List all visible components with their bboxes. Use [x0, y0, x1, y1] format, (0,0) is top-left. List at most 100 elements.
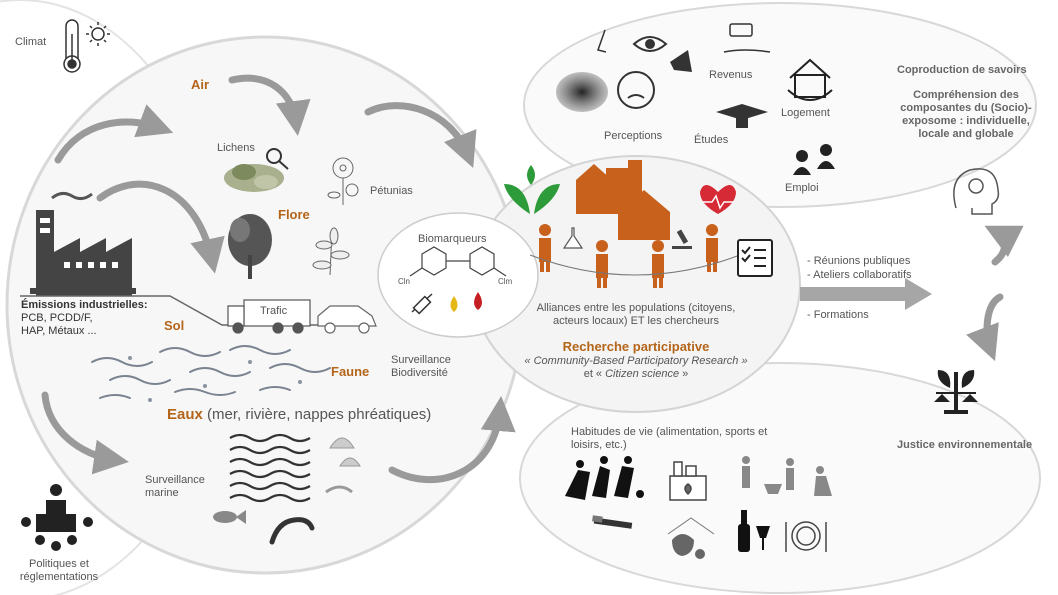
politiques-label: Politiques et réglementations [12, 558, 106, 584]
person-icon [539, 224, 718, 288]
cl-left-label: Cln [398, 277, 411, 286]
plant-icon [504, 165, 560, 214]
gardening-icon [742, 456, 832, 496]
emissions-line3: HAP, Métaux ... [21, 325, 97, 337]
surveillance-marine-label: Surveillance marine [145, 474, 205, 500]
biomarqueurs-label: Biomarqueurs [418, 233, 487, 245]
cycle-arrows [41, 74, 1024, 484]
flask-icon [562, 227, 584, 249]
surveillance-bio-line1: Surveillance [391, 354, 451, 366]
nose-icon [597, 29, 607, 53]
eaux-detail: (mer, rivière, nappes phréatiques) [207, 406, 432, 423]
alliances-line1: Alliances entre les populations (citoyen… [536, 302, 736, 314]
plant-sketch-icon [312, 227, 350, 276]
money-hand-icon [723, 23, 771, 53]
drops-icon [450, 292, 482, 312]
comprehension-label: Compréhension des composantes du (Socio)… [888, 89, 1044, 141]
heart-pulse-icon [700, 185, 736, 214]
cbpr-label: « Community-Based Participatory Research… [524, 355, 748, 367]
coproduction-label: Coproduction de savoirs [897, 64, 1027, 76]
shell-icon [329, 437, 361, 467]
sports-icon [565, 456, 644, 500]
wine-icon [738, 510, 770, 552]
petunias-label: Pétunias [370, 185, 413, 197]
chicken-icon [667, 517, 715, 559]
magnifier-icon [266, 148, 289, 170]
ateliers-label: - Ateliers collaboratifs [807, 269, 912, 281]
podium-icon [21, 484, 93, 551]
politiques-line2: réglementations [19, 571, 99, 583]
syringe-icon [411, 293, 433, 315]
etudes-label: Études [694, 134, 729, 146]
plate-icon [785, 521, 827, 552]
reunions-label: - Réunions publiques [807, 255, 911, 267]
comprehension-line2: composantes du (Socio)- [900, 102, 1032, 114]
surveillance-marine-line2: marine [145, 487, 179, 499]
megaphone-icon [670, 50, 692, 72]
house-family-icon [787, 58, 833, 101]
comprehension-line3: exposome : individuelle, [902, 115, 1030, 127]
logement-label: Logement [781, 107, 830, 119]
microscope-icon [672, 229, 692, 249]
eaux-label: Eaux (mer, rivière, nappes phréatiques) [167, 406, 431, 423]
justice-label: Justice environnementale [897, 439, 1033, 451]
head-bulb-icon [953, 168, 1000, 215]
houses-icon [576, 160, 670, 240]
surveillance-bio-line2: Biodiversité [391, 367, 448, 379]
recherche-title: Recherche participative [562, 339, 710, 354]
eaux-title: Eaux [167, 406, 203, 423]
climat-label: Climat [15, 36, 47, 48]
truck-icon [227, 299, 311, 334]
habitudes-ellipse [519, 362, 1041, 594]
eel-icon [269, 517, 315, 545]
eye-icon [632, 36, 668, 52]
emissions-title: Émissions industrielles: [21, 299, 148, 311]
sun-icon [86, 22, 110, 46]
citizen-em: Citizen science [605, 368, 680, 380]
shrimp-icon [325, 485, 353, 494]
habitudes-line2: loisirs, etc.) [571, 439, 627, 451]
cl-right-label: Clm [498, 277, 513, 286]
politiques-line1: Politiques et [29, 558, 89, 570]
formations-label: - Formations [807, 309, 869, 321]
tree-icon [228, 214, 272, 279]
soil-dots [128, 356, 302, 402]
flore-label: Flore [278, 207, 310, 222]
community-arc [529, 254, 741, 276]
habitudes-label: Habitudes de vie (alimentation, sports e… [571, 426, 767, 452]
stressed-face-icon [617, 71, 655, 109]
biphenyl-molecule [409, 246, 507, 277]
comprehension-line4: locale and globale [918, 128, 1014, 140]
graduation-cap-icon [716, 104, 768, 128]
cigarette-icon [592, 515, 633, 529]
actions-arrow [800, 278, 932, 310]
thermometer-icon [63, 19, 81, 73]
alliances-line2: acteurs locaux) ET les chercheurs [552, 315, 720, 327]
revenus-label: Revenus [709, 69, 753, 81]
car-icon [317, 305, 377, 334]
trafic-label: Trafic [260, 305, 288, 317]
faune-label: Faune [331, 364, 370, 379]
checklist-icon [737, 239, 773, 277]
habitudes-line1: Habitudes de vie (alimentation, sports e… [571, 426, 768, 438]
meeting-icon [793, 144, 835, 175]
air-label: Air [191, 77, 210, 92]
soil-water-pattern [91, 345, 331, 399]
petunia-icon [327, 157, 359, 205]
lichen-icon [224, 164, 284, 192]
citizen-pre: et « [583, 368, 606, 380]
factory-icon [30, 191, 136, 296]
surveillance-marine-line1: Surveillance [145, 474, 205, 486]
emissions-line2: PCB, PCDD/F, [21, 312, 93, 324]
surveillance-bio-label: Surveillance Biodiversité [391, 354, 451, 380]
emploi-label: Emploi [785, 182, 819, 194]
citizen-label: et « Citizen science » [510, 368, 762, 381]
emissions-label: Émissions industrielles: PCB, PCDD/F, HA… [21, 299, 148, 338]
justice-scale-icon [934, 370, 978, 414]
lichens-label: Lichens [217, 142, 255, 154]
comprehension-line1: Compréhension des [913, 89, 1019, 101]
citizen-post: » [679, 368, 689, 380]
sol-label: Sol [164, 318, 185, 333]
